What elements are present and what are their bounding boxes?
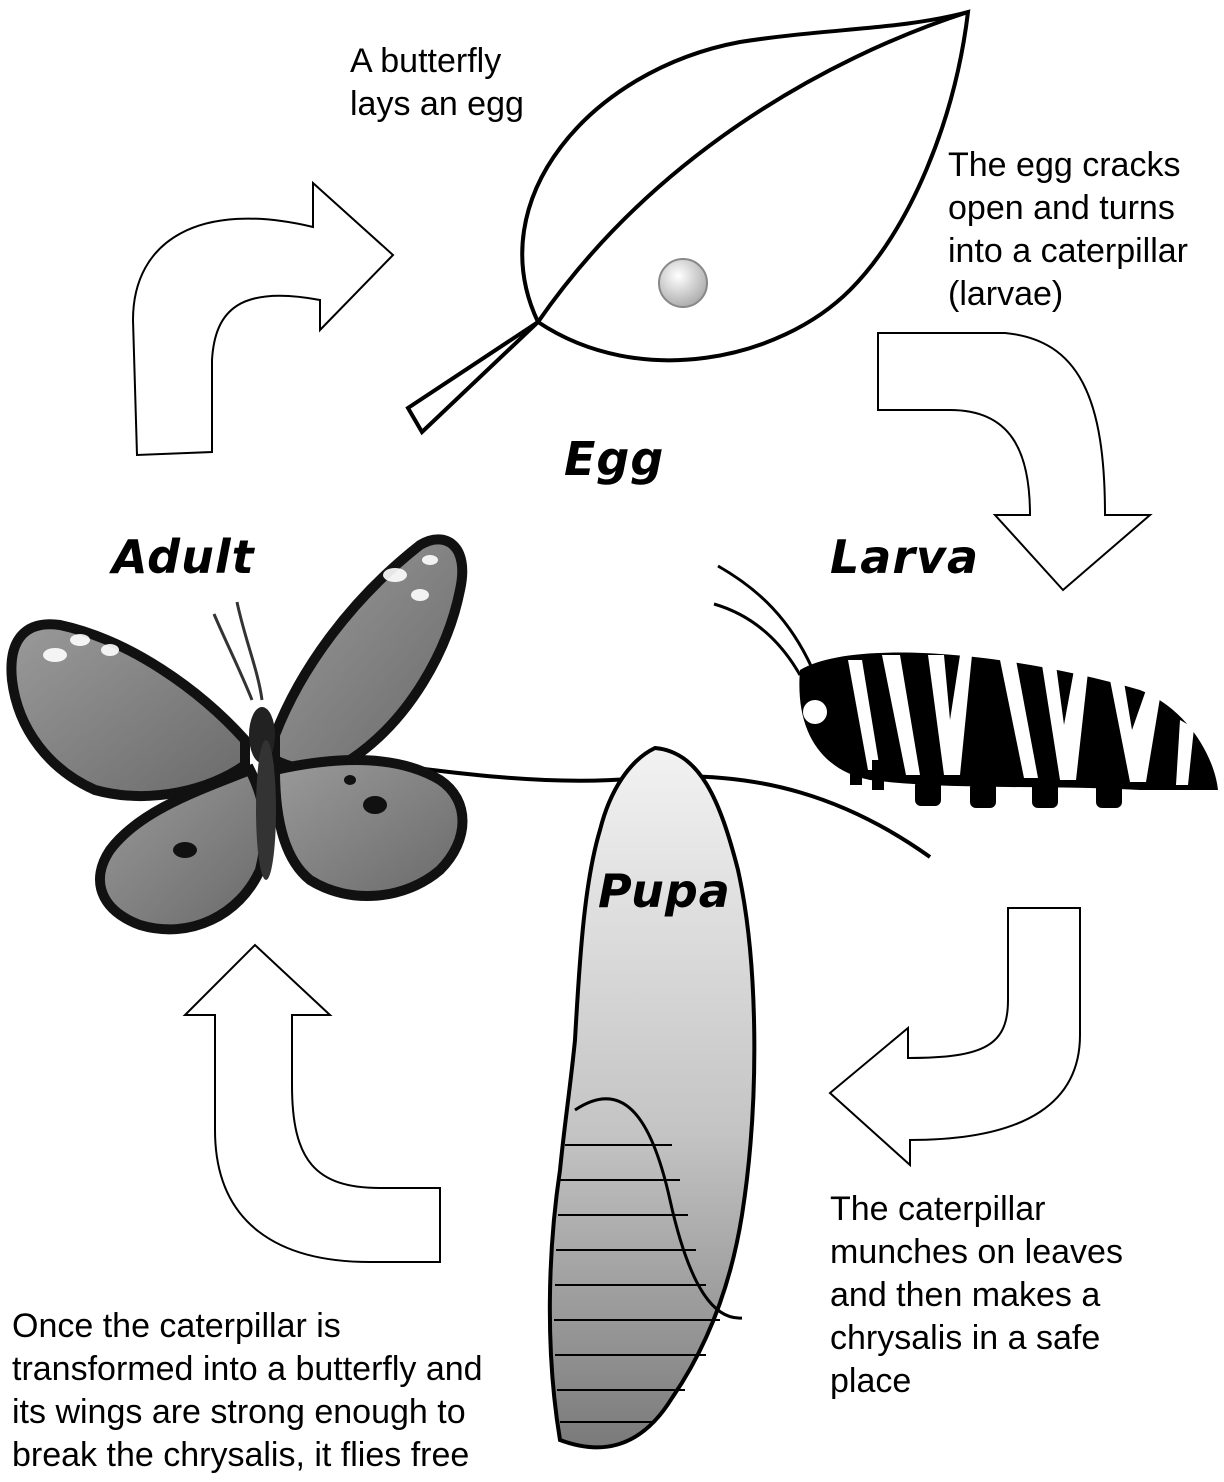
description-larva: The egg cracks open and turns into a cat… <box>948 144 1188 316</box>
description-egg: A butterfly lays an egg <box>350 40 524 126</box>
arrow-pupa-to-adult <box>185 945 440 1262</box>
description-pupa: The caterpillar munches on leaves and th… <box>830 1188 1123 1403</box>
chrysalis-illustration <box>550 748 754 1447</box>
butterfly-illustration <box>11 539 462 929</box>
stage-label-larva: Larva <box>830 530 979 584</box>
arrow-larva-to-pupa <box>830 908 1080 1165</box>
egg-icon <box>659 259 707 307</box>
description-adult: Once the caterpillar is transformed into… <box>12 1305 483 1477</box>
caterpillar-illustration <box>714 566 1218 808</box>
arrow-adult-to-egg <box>133 183 393 455</box>
stage-label-adult: Adult <box>112 530 255 584</box>
stage-label-egg: Egg <box>564 432 664 486</box>
stage-label-pupa: Pupa <box>598 864 731 918</box>
